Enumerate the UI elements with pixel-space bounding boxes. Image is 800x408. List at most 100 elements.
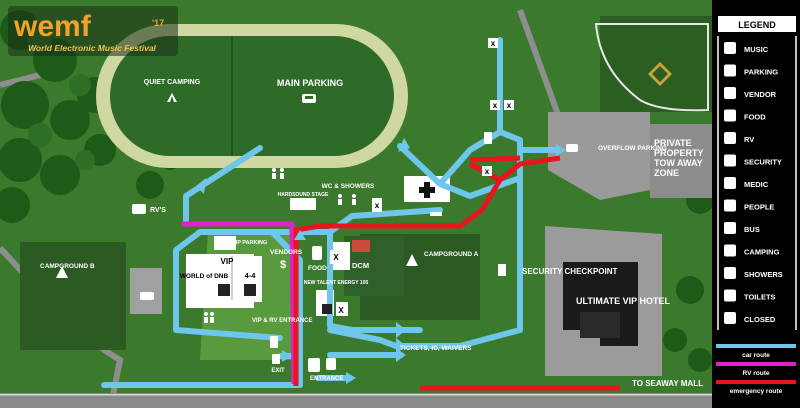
route-arrows bbox=[196, 138, 566, 384]
dcm-label: DCM bbox=[352, 261, 369, 270]
food-icon bbox=[312, 246, 322, 260]
food-icon bbox=[724, 109, 736, 122]
legend-item-label: PARKING bbox=[744, 68, 778, 77]
legend-item: RV bbox=[724, 132, 754, 144]
svg-text:x: x bbox=[485, 167, 490, 176]
car-icon bbox=[724, 64, 736, 77]
legend-item: MUSIC bbox=[724, 42, 769, 54]
food-label: FOOD bbox=[308, 265, 327, 272]
rv-icon bbox=[132, 204, 146, 214]
svg-text:PROPERTY: PROPERTY bbox=[654, 148, 704, 158]
legend-item-label: BUS bbox=[744, 225, 760, 234]
rvs-label: RV'S bbox=[150, 207, 166, 214]
legend-item-label: CLOSED bbox=[744, 315, 776, 324]
legend-route: emergency route bbox=[716, 380, 796, 395]
legend-item: TOILETS bbox=[724, 289, 776, 302]
legend-item: VENDOR bbox=[724, 87, 777, 99]
legend-item-label: RV bbox=[744, 135, 754, 144]
svg-text:x: x bbox=[507, 101, 512, 110]
legend-item: PEOPLE bbox=[724, 199, 774, 212]
svg-text:ZONE: ZONE bbox=[654, 168, 679, 178]
closed-x-icon bbox=[482, 166, 492, 176]
wemf-logo: wemf '17 World Electronic Music Festival bbox=[8, 6, 178, 56]
main-parking-label: MAIN PARKING bbox=[277, 78, 343, 88]
dollar-icon bbox=[724, 87, 736, 99]
car-routes bbox=[101, 37, 559, 388]
legend-route-label: car route bbox=[742, 352, 770, 359]
ultimate-vip-hotel-label: ULTIMATE VIP HOTEL bbox=[576, 296, 671, 306]
overflow-parking-label: OVERFLOW PARKING bbox=[598, 145, 667, 152]
svg-text:TOW AWAY: TOW AWAY bbox=[654, 158, 703, 168]
campground-b-area bbox=[20, 242, 126, 350]
route-swatch bbox=[716, 362, 796, 366]
vip-rv-entrance-label: VIP & RV ENTRANCE bbox=[252, 318, 312, 324]
bottom-road bbox=[0, 393, 712, 408]
svg-text:X: X bbox=[338, 306, 344, 315]
security-checkpoint-label: SECURITY CHECKPOINT bbox=[522, 267, 618, 276]
new-talent-label: NEW TALENT ENERGY 105 bbox=[304, 280, 369, 286]
route-swatch bbox=[716, 380, 796, 384]
vip-parking-label: VIP PARKING bbox=[232, 240, 267, 246]
legend-item: PARKING bbox=[724, 64, 778, 77]
legend-item-label: SHOWERS bbox=[744, 270, 783, 279]
legend-item: CLOSED bbox=[724, 312, 776, 324]
tickets-label: TICKETS, ID, WAIVERS bbox=[400, 345, 472, 352]
svg-text:x: x bbox=[491, 39, 496, 48]
legend-route: RV route bbox=[716, 362, 796, 377]
svg-text:x: x bbox=[493, 101, 498, 110]
legend-items: MUSICPARKINGVENDORFOODRVSECURITYMEDICPEO… bbox=[724, 42, 783, 324]
legend-title: LEGEND bbox=[738, 20, 776, 30]
legend-route-label: RV route bbox=[743, 370, 770, 377]
legend-item-label: MUSIC bbox=[744, 45, 769, 54]
closed-x-icon bbox=[724, 312, 736, 324]
legend-item: SECURITY bbox=[724, 154, 782, 167]
svg-text:World Electronic Music Festiva: World Electronic Music Festival bbox=[28, 43, 156, 53]
closed-x-icon bbox=[336, 304, 346, 316]
legend-item: FOOD bbox=[724, 109, 766, 122]
legend-title-box bbox=[718, 16, 796, 32]
music-icon bbox=[218, 284, 332, 314]
svg-text:'17: '17 bbox=[152, 18, 164, 28]
wc-showers-label: WC & SHOWERS bbox=[322, 183, 375, 190]
parking-car-icon bbox=[302, 94, 316, 103]
toilet-icon bbox=[724, 289, 736, 302]
baseball-field bbox=[594, 16, 712, 112]
closed-x-icon bbox=[372, 198, 382, 212]
closed-x-icon bbox=[490, 100, 500, 110]
rv-icon bbox=[724, 132, 736, 144]
legend-item-label: CAMPING bbox=[744, 248, 780, 257]
legend-route: car route bbox=[716, 344, 796, 359]
medic-cross-icon bbox=[419, 182, 435, 198]
hardsound-stage-label: HARDSOUND STAGE bbox=[278, 192, 329, 198]
closed-x-icon bbox=[504, 100, 514, 110]
bus-icon bbox=[308, 358, 336, 372]
people-icon bbox=[724, 199, 736, 212]
camping-tent-icon bbox=[167, 93, 177, 102]
legend-item-label: VENDOR bbox=[744, 90, 777, 99]
people-icon bbox=[204, 168, 356, 323]
tent-icon bbox=[724, 244, 736, 257]
svg-text:X: X bbox=[333, 253, 339, 262]
quiet-camping-label: QUIET CAMPING bbox=[144, 79, 201, 86]
legend-item-label: PEOPLE bbox=[744, 203, 774, 212]
medic-cross-icon bbox=[724, 177, 736, 189]
rv-route bbox=[182, 221, 297, 385]
hardsound-stage bbox=[290, 198, 316, 210]
closed-x-icon bbox=[330, 250, 342, 264]
private-property-label: PRIVATE PROPERTY TOW AWAY ZONE bbox=[654, 138, 704, 178]
vendor-dollar-icon: $ bbox=[280, 259, 286, 271]
car-icon bbox=[140, 144, 578, 300]
bus-icon bbox=[724, 222, 736, 234]
racetrack bbox=[96, 24, 408, 168]
exit-label: EXIT bbox=[271, 368, 285, 374]
entrance-label: ENTRANCE bbox=[310, 376, 343, 382]
music-icon bbox=[724, 42, 736, 54]
legend-item-label: SECURITY bbox=[744, 158, 782, 167]
legend-routes: car route RV route emergency route bbox=[716, 344, 796, 395]
legend-item: BUS bbox=[724, 222, 760, 234]
legend-route-label: emergency route bbox=[730, 388, 783, 395]
shower-icon bbox=[724, 267, 736, 279]
private-lot bbox=[650, 124, 712, 198]
stage-4-4-label: 4-4 bbox=[245, 271, 257, 280]
